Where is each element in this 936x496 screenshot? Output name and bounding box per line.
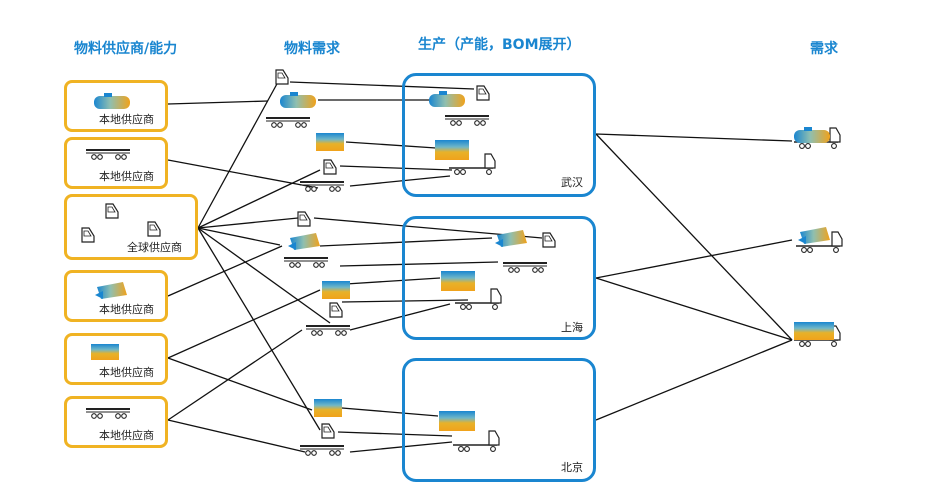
supplier-box-3[interactable]: 全球供应商 [64,194,198,260]
connection-lines [167,81,793,453]
header-demand: 需求 [810,41,838,57]
plant-box-wuhan[interactable]: 武汉 [402,73,596,197]
supplier-box-1[interactable]: 本地供应商 [64,80,168,132]
header-production: 生产（产能，BOM展开） [418,37,581,53]
truck-cab-icon [105,203,119,219]
trailer-icon [85,149,131,161]
plant-icons [439,411,500,453]
supplier-box-4[interactable]: 本地供应商 [64,270,168,322]
plant-box-shanghai[interactable]: 上海 [402,216,596,340]
plant-label: 北京 [561,461,583,474]
truck-cab-icon [81,227,95,243]
tanker-icon [94,93,130,109]
supplier-label: 本地供应商 [99,366,154,379]
supplier-box-6[interactable]: 本地供应商 [64,396,168,448]
supplier-label: 本地供应商 [99,303,154,316]
supplier-box-5[interactable]: 本地供应商 [64,333,168,385]
plant-icons [441,230,556,311]
plant-box-beijing[interactable]: 北京 [402,358,596,482]
plant-label: 武汉 [561,176,583,189]
header-materials: 物料需求 [284,41,340,57]
plant-label: 上海 [561,321,583,334]
supplier-box-2[interactable]: 本地供应商 [64,137,168,189]
supplier-label: 本地供应商 [99,429,154,442]
supplier-label: 本地供应商 [99,170,154,183]
cargo-box-icon [91,344,119,360]
supplier-label: 全球供应商 [127,241,182,254]
demand-icons [793,127,843,348]
trailer-icon [85,408,131,420]
supplier-label: 本地供应商 [99,113,154,126]
header-suppliers: 物料供应商/能力 [74,41,178,57]
mixer-icon [95,282,127,299]
plant-icons [429,85,496,176]
truck-cab-icon [147,221,161,237]
